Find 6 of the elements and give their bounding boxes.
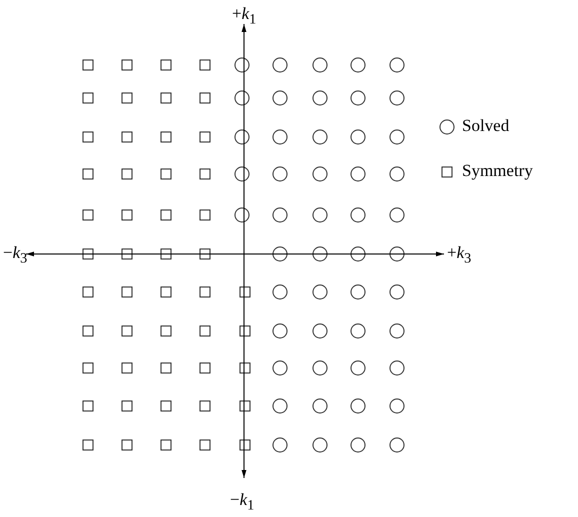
axis-label: −k$_{1}$ <box>230 490 254 516</box>
legend-label: Solved <box>462 116 510 136</box>
axis-label: +k$_{1}$ <box>232 4 256 30</box>
axis-label: +k$_{3}$ <box>447 243 472 268</box>
legend-label: Symmetry <box>462 161 533 181</box>
axis-label: −k$_{3}$ <box>3 243 28 268</box>
